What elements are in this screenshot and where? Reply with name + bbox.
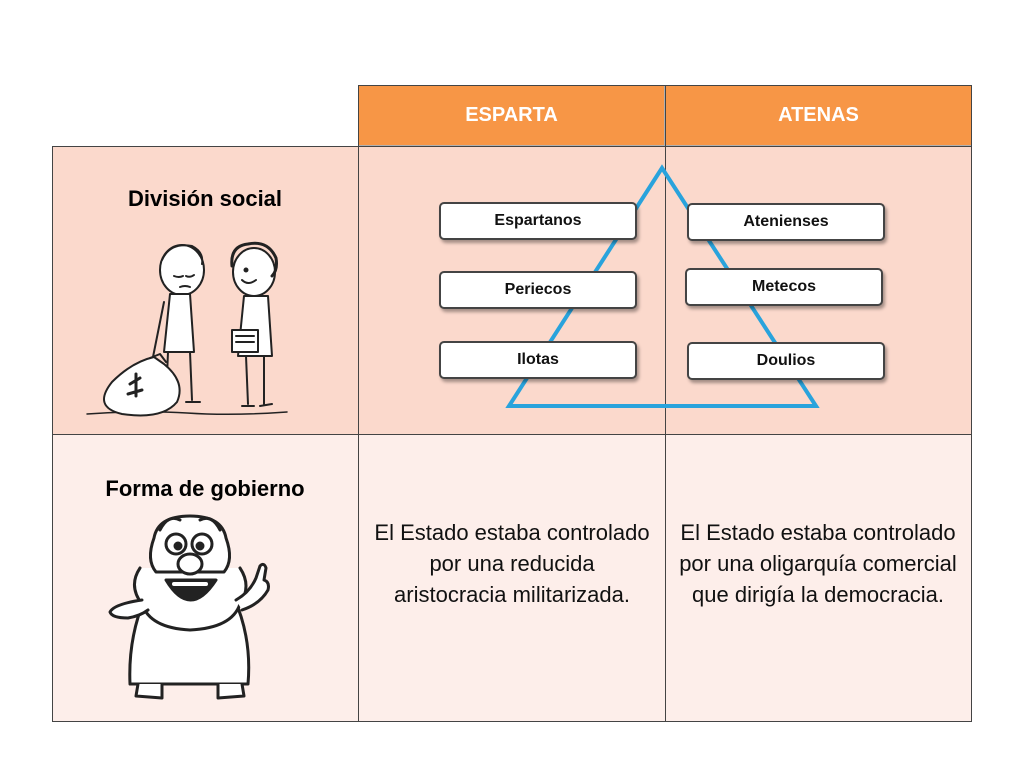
row-social-label-cell xyxy=(52,146,358,434)
grid-line xyxy=(52,721,972,722)
grid-line xyxy=(52,146,53,722)
row-gobierno-esparta-cell xyxy=(358,434,665,722)
esparta-gobierno-text: El Estado estaba controlado por una redu… xyxy=(374,520,650,607)
row-label-division-social: División social xyxy=(127,186,283,211)
atenas-class-box: Doulios xyxy=(687,342,885,380)
header-esparta: ESPARTA xyxy=(358,85,665,146)
grid-line xyxy=(665,85,666,722)
atenas-class-box: Atenienses xyxy=(687,203,885,241)
philosopher-cartoon-icon xyxy=(108,514,270,700)
atenas-gobierno-text: El Estado estaba controlado por una olig… xyxy=(679,520,957,607)
esparta-class-box: Ilotas xyxy=(439,341,637,379)
money-bag-boys-illustration-icon xyxy=(86,241,288,417)
grid-line xyxy=(52,146,972,147)
grid-line xyxy=(358,85,359,722)
row-gobierno-atenas-cell xyxy=(665,434,972,722)
grid-line xyxy=(52,434,972,435)
esparta-class-box: Espartanos xyxy=(439,202,637,240)
grid-line xyxy=(971,85,972,722)
atenas-class-box: Metecos xyxy=(685,268,883,306)
esparta-class-box: Periecos xyxy=(439,271,637,309)
grid-line xyxy=(358,85,972,86)
row-label-forma-gobierno: Forma de gobierno xyxy=(105,476,305,501)
header-atenas: ATENAS xyxy=(665,85,972,146)
